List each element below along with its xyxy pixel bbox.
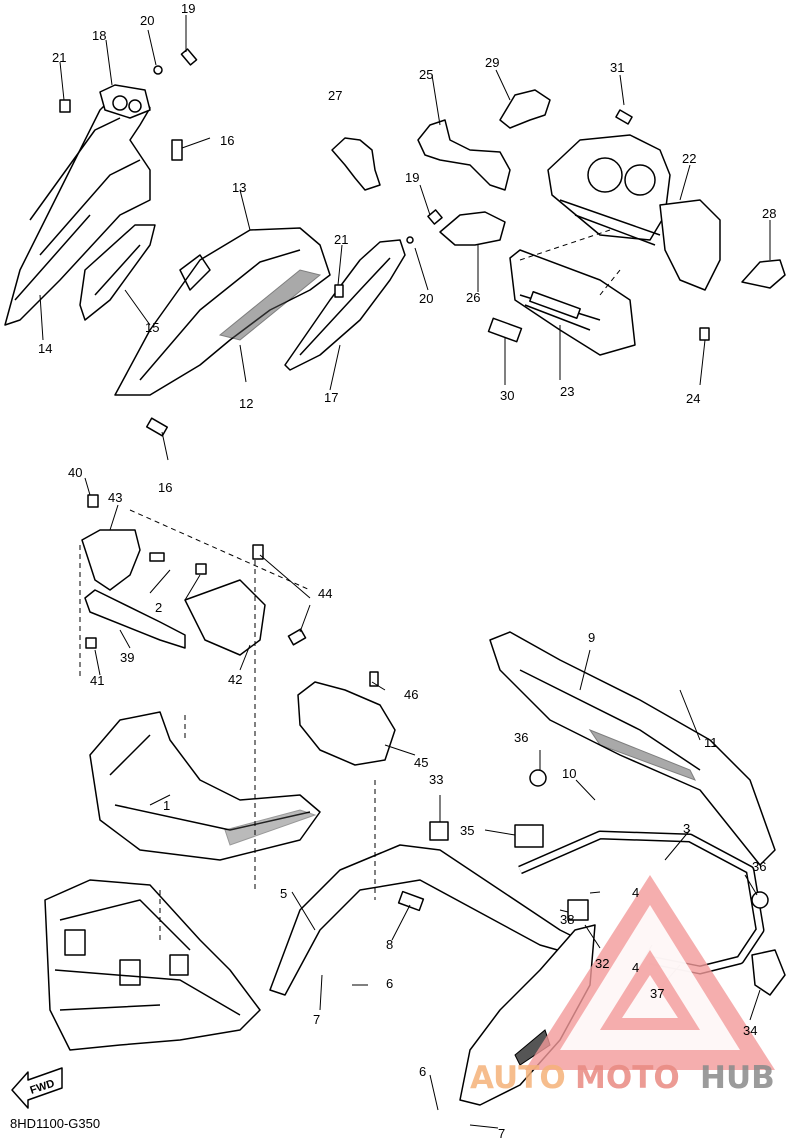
callout-23: 23 [560,384,574,399]
callout-36: 36 [514,730,528,745]
callout-3: 3 [683,821,690,836]
watermark-logo: AUTO MOTO HUB [470,875,775,1096]
callout-28: 28 [762,206,776,221]
part-15-inner-panel [79,224,156,321]
part-30-pad [487,317,523,343]
callout-17: 17 [324,390,338,405]
callout-36: 36 [752,859,766,874]
watermark-text-hub: HUB [700,1060,775,1096]
callout-42: 42 [228,672,242,687]
bracket-assembly [81,494,307,656]
callout-43: 43 [108,490,122,505]
part-25-panel [417,119,511,191]
callout-10: 10 [562,766,576,781]
callout-26: 26 [466,290,480,305]
callout-7: 7 [498,1126,505,1140]
part-9-side-cover [489,631,776,866]
callout-15: 15 [145,320,159,335]
part-36-grommet [751,891,769,909]
callout-19: 19 [405,170,419,185]
callout-41: 41 [90,673,104,688]
part-28-cover [741,259,786,289]
callout-38: 38 [560,912,574,927]
callout-39: 39 [120,650,134,665]
fasteners-top [59,48,710,437]
callout-44: 44 [318,586,332,601]
callout-21: 21 [334,232,348,247]
part-26-panel [439,211,506,246]
callout-31: 31 [610,60,624,75]
callout-27: 27 [328,88,342,103]
part-17-inner-cowl [284,239,406,371]
callout-33: 33 [429,772,443,787]
callout-35: 35 [460,823,474,838]
callout-6: 6 [386,976,393,991]
callout-8: 8 [386,937,393,952]
fwd-arrow: FWD [11,1067,63,1109]
callout-5: 5 [280,886,287,901]
part-36-grommet-upper [529,769,547,787]
part-14-side-cowl [4,84,151,326]
part-23-bracket [509,249,636,356]
callout-25: 25 [419,67,433,82]
callout-13: 13 [232,180,246,195]
part-35-bracket [514,824,544,848]
callout-21: 21 [52,50,66,65]
callout-7: 7 [313,1012,320,1027]
callout-37: 37 [650,986,664,1001]
callout-24: 24 [686,391,700,406]
callout-18: 18 [92,28,106,43]
callout-9: 9 [588,630,595,645]
callout-11: 11 [704,735,718,750]
callout-4: 4 [632,885,639,900]
callout-6: 6 [419,1064,426,1079]
callout-1: 1 [163,798,170,813]
callout-46: 46 [404,687,418,702]
callout-22: 22 [682,151,696,166]
part-32-lower-cowl [459,899,596,1106]
callout-16: 16 [220,133,234,148]
callout-20: 20 [419,291,433,306]
part-12-upper-cowl [114,227,331,396]
callout-2: 2 [155,600,162,615]
part-29-cover [499,89,551,129]
leader-lines [39,15,771,1129]
callout-20: 20 [140,13,154,28]
watermark-text-moto: MOTO [575,1060,680,1096]
callout-12: 12 [239,396,253,411]
callout-34: 34 [743,1023,757,1038]
callout-4: 4 [632,960,639,975]
callout-16: 16 [158,480,172,495]
part-1-under-cowl [89,711,321,861]
callout-32: 32 [595,956,609,971]
part-27-bracket-cover [331,137,381,191]
diagram-code: 8HD1100-G350 [10,1116,100,1131]
callout-30: 30 [500,388,514,403]
callout-45: 45 [414,755,428,770]
main-frame [44,879,261,1051]
part-33-damper [429,821,449,841]
part-45-cover [297,671,396,766]
part-34-bracket [751,949,786,996]
watermark-text-auto: AUTO [470,1060,566,1096]
callout-14: 14 [38,341,52,356]
part-22-meter-housing [547,134,721,291]
callout-29: 29 [485,55,499,70]
callout-40: 40 [68,465,82,480]
callout-19: 19 [181,1,195,16]
